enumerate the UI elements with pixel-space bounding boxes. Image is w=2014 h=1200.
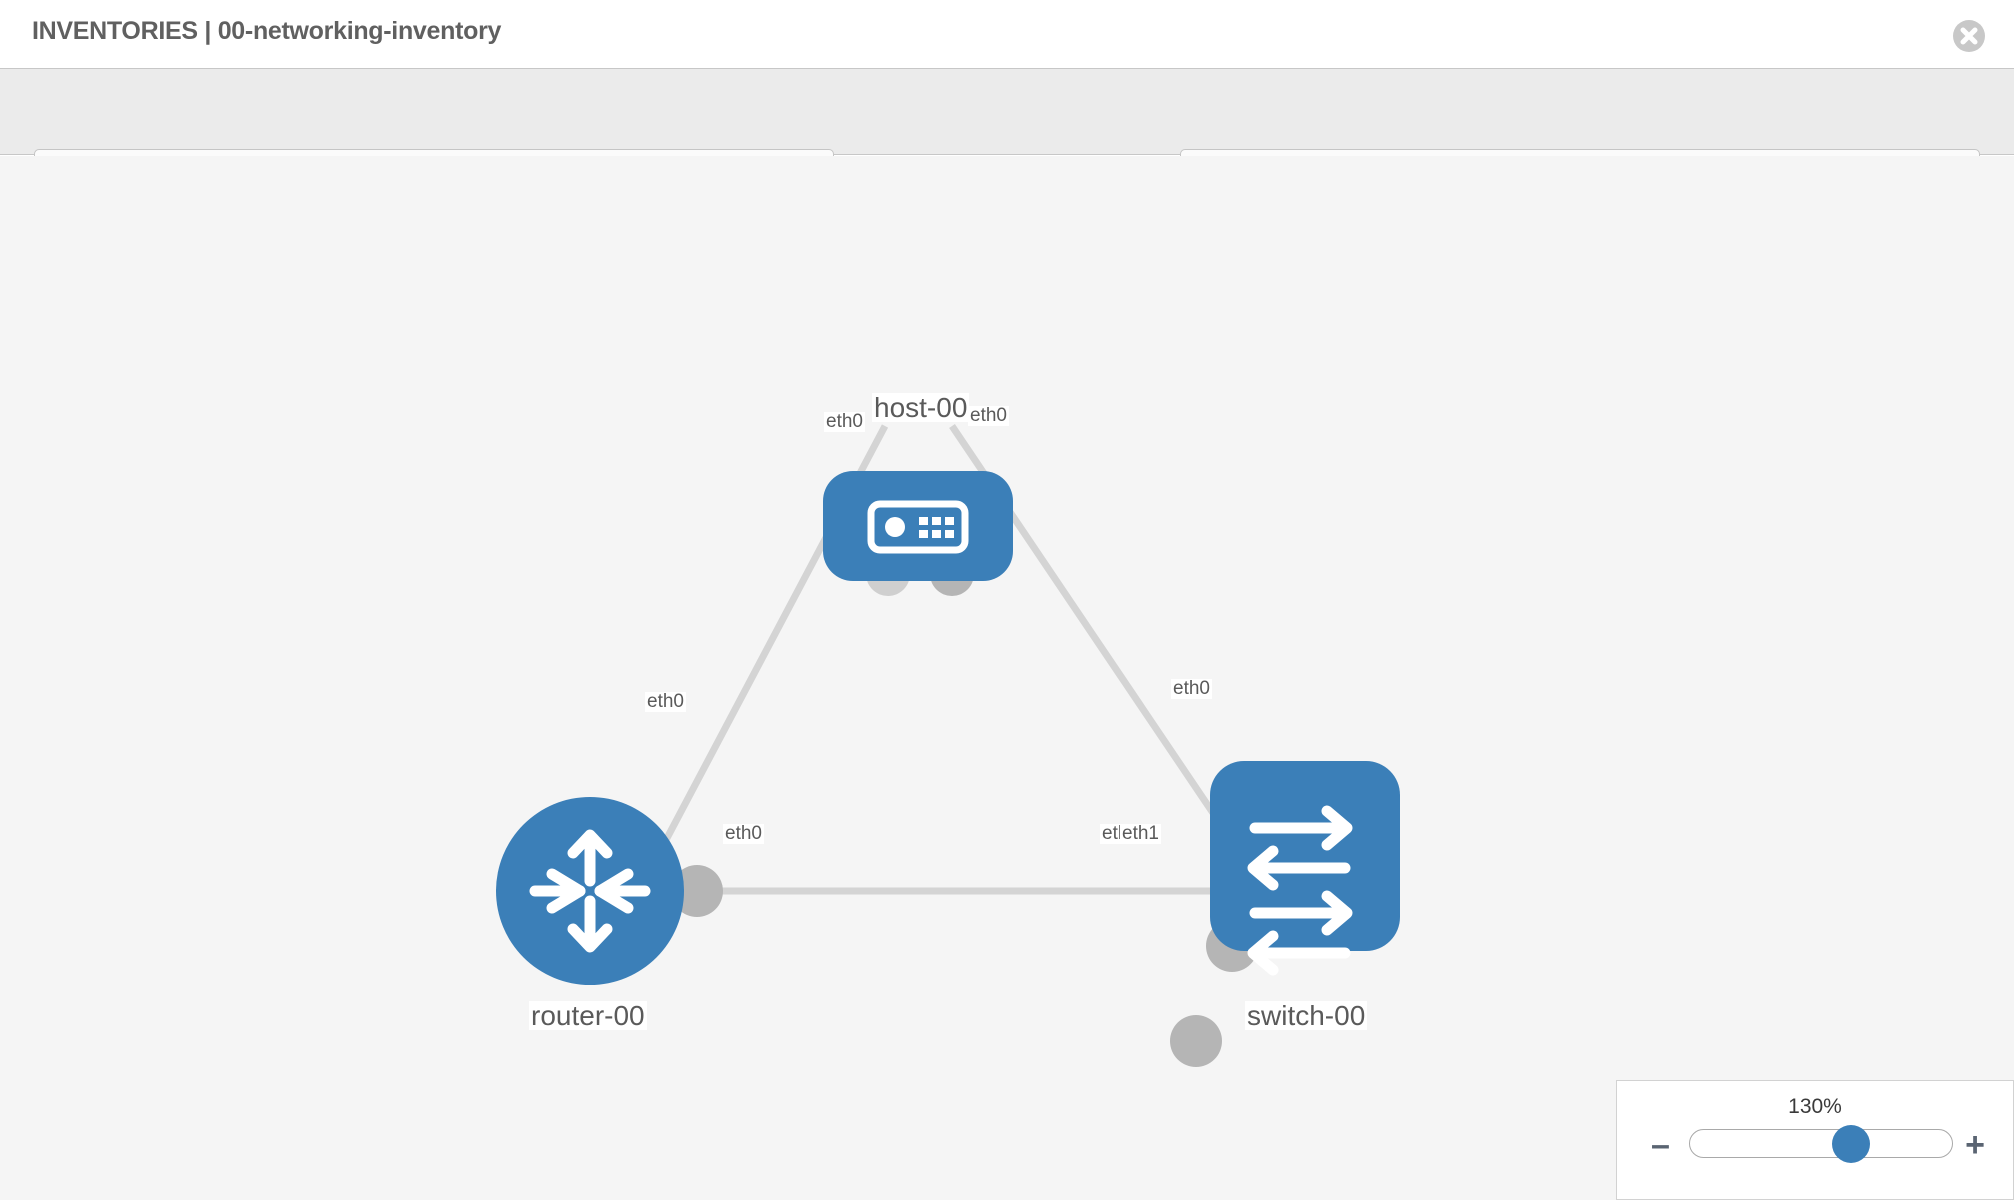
topology-ports bbox=[671, 552, 1258, 1067]
switch-icon bbox=[1247, 805, 1353, 976]
toolbar: ACTIONS SEARCH bbox=[0, 69, 2014, 201]
zoom-slider-thumb[interactable] bbox=[1832, 1125, 1871, 1163]
iface-label-host00-eth0-left: eth0 bbox=[824, 411, 865, 432]
page-title: INVENTORIES | 00-networking-inventory bbox=[32, 17, 502, 45]
port-router00-eth0[interactable] bbox=[671, 865, 723, 917]
iface-label-host00-eth0-right: eth0 bbox=[968, 405, 1009, 426]
zoom-out-button[interactable]: – bbox=[1651, 1126, 1670, 1164]
node-host-00[interactable] bbox=[823, 471, 1013, 581]
close-button[interactable] bbox=[1953, 20, 1985, 52]
topology-canvas[interactable]: host-00 router-00 switch-00 eth0 eth0 et… bbox=[0, 156, 2014, 1200]
iface-label-router00-eth0-right: eth0 bbox=[723, 823, 764, 844]
zoom-control-panel: 130% – + bbox=[1616, 1080, 2014, 1200]
node-switch-00[interactable] bbox=[1210, 761, 1400, 976]
topology-graph bbox=[496, 424, 1400, 1067]
router-icon bbox=[529, 829, 651, 953]
zoom-level-value: 130% bbox=[1788, 1095, 1842, 1118]
iface-label-router00-eth0-up: eth0 bbox=[645, 691, 686, 712]
zoom-in-button[interactable]: + bbox=[1965, 1126, 1985, 1164]
zoom-slider[interactable] bbox=[1689, 1125, 1953, 1163]
node-label-switch-00: switch-00 bbox=[1245, 1000, 1368, 1031]
node-label-router-00: router-00 bbox=[529, 1000, 647, 1031]
port-switch00-eth1[interactable] bbox=[1170, 1015, 1222, 1067]
iface-label-switch00-eth0-up: eth0 bbox=[1171, 678, 1212, 699]
iface-label-switch00-eth1-left: eth1 bbox=[1120, 823, 1161, 844]
host-icon bbox=[867, 500, 969, 554]
node-router-00[interactable] bbox=[496, 797, 684, 985]
close-icon bbox=[1960, 27, 1978, 45]
page-header: INVENTORIES | 00-networking-inventory bbox=[0, 0, 2014, 69]
node-label-host-00: host-00 bbox=[872, 392, 970, 423]
